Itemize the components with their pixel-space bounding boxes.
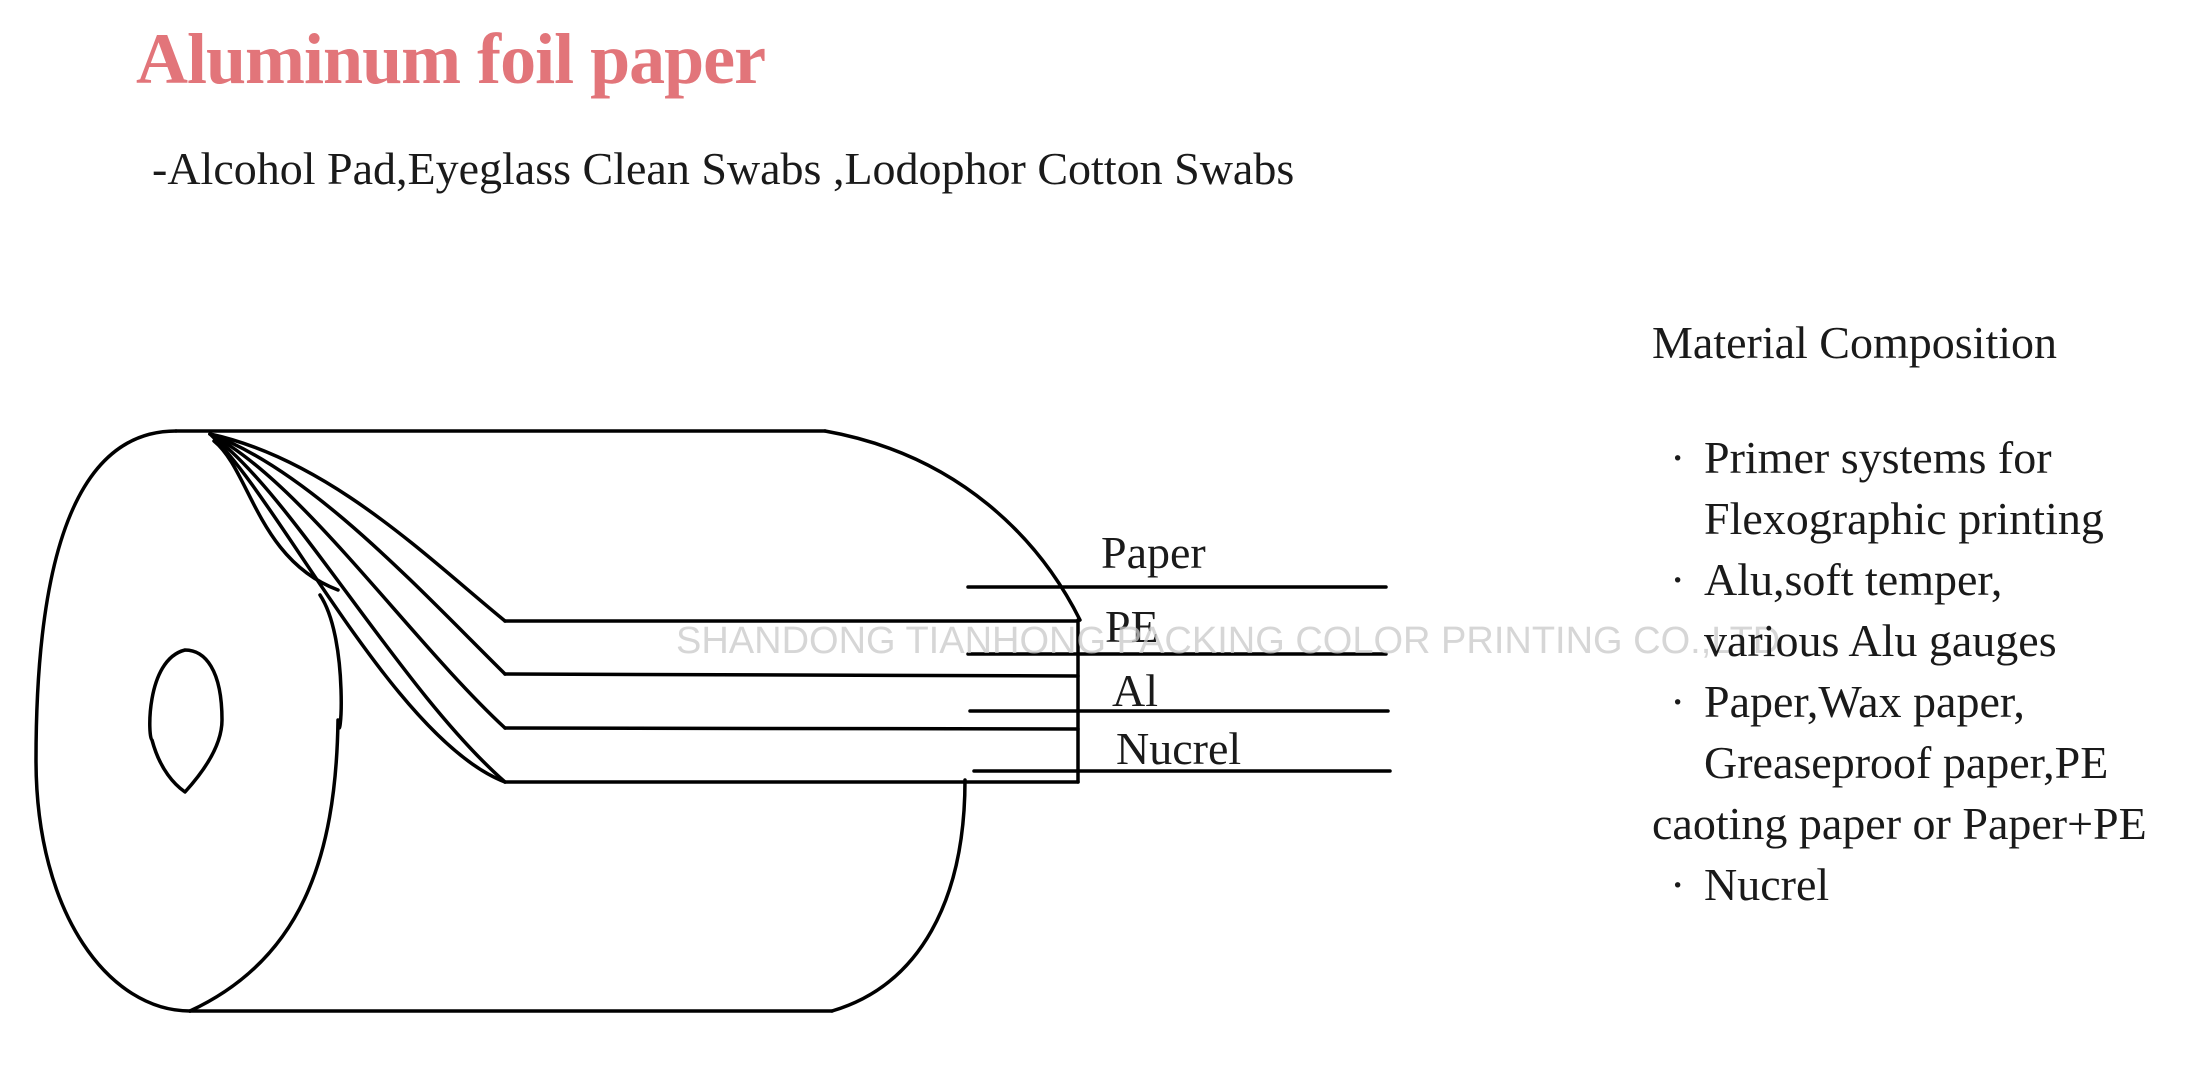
composition-line: Greaseproof paper,PE [1704, 737, 2109, 788]
bullet-dot: · [1670, 859, 1686, 910]
core-hole [148, 648, 224, 794]
composition-list: · Primer systems for Flexographic printi… [1652, 427, 2192, 915]
composition-line: various Alu gauges [1704, 615, 2057, 666]
roll-inner-rim [188, 593, 343, 1013]
layer-curve-3 [208, 432, 507, 730]
layer-edge-2 [503, 672, 1080, 678]
composition-line: Alu,soft temper, [1704, 554, 2003, 605]
layer-label-al: Al [1112, 665, 1158, 716]
page-subtitle: -Alcohol Pad,Eyeglass Clean Swabs ,Lodop… [152, 143, 1295, 194]
composition-line: Nucrel [1704, 859, 1830, 910]
layer-curve-1 [208, 432, 507, 623]
composition-item-paper: · Paper,Wax paper, Greaseproof paper,PE … [1652, 671, 2192, 854]
bullet-dot: · [1670, 676, 1686, 727]
composition-line: Flexographic printing [1704, 493, 2104, 544]
roll-back-lower [830, 778, 967, 1013]
foil-roll-diagram [34, 429, 1392, 1013]
roll-front-face [34, 429, 192, 1013]
composition-line: caoting paper or Paper+PE [1652, 798, 2147, 849]
roll-back-arc [823, 429, 1082, 622]
composition-item-nucrel: · Nucrel [1652, 854, 2192, 915]
composition-item-primer: · Primer systems for Flexographic printi… [1652, 427, 2192, 549]
composition-line: Paper,Wax paper, [1704, 676, 2025, 727]
layer-curve-2 [208, 432, 507, 676]
composition-line: Primer systems for [1704, 432, 2052, 483]
layer-label-nucrel: Nucrel [1116, 723, 1242, 774]
roll-front-face-inner [212, 439, 340, 592]
layer-curve-4 [208, 432, 507, 784]
layer-label-pe: PE [1105, 601, 1159, 652]
composition-heading: Material Composition [1652, 317, 2058, 368]
layer-label-paper: Paper [1101, 527, 1206, 578]
composition-item-alu: · Alu,soft temper, various Alu gauges [1652, 549, 2192, 671]
layer-edge-3 [503, 726, 1080, 731]
material-composition-panel: Material Composition · Primer systems fo… [1652, 316, 2192, 915]
bullet-dot: · [1670, 432, 1686, 483]
watermark: SHANDONG TIANHONG PACKING COLOR PRINTING… [676, 620, 1781, 662]
page-title: Aluminum foil paper [136, 19, 766, 99]
layer-curve-5 [208, 432, 507, 784]
bullet-dot: · [1670, 554, 1686, 605]
